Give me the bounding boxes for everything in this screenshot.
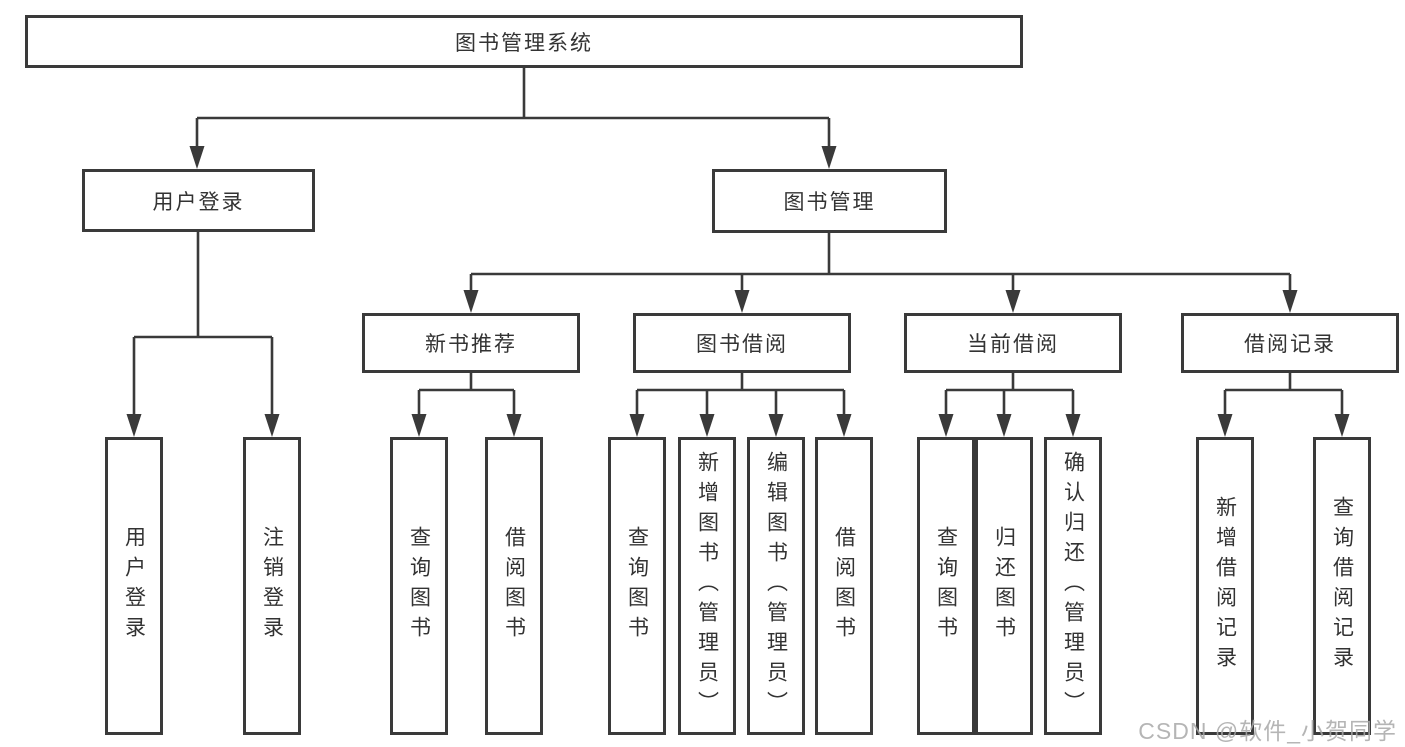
leaf-query-borrow-record-label: 查询借阅记录	[1330, 496, 1354, 676]
leaf-logout: 注销登录	[243, 437, 301, 735]
leaf-query-book-recommend-label: 查询图书	[407, 526, 431, 646]
node-book-management: 图书管理	[712, 169, 947, 233]
leaf-add-book-admin: 新增图书（管理员）	[678, 437, 736, 735]
node-new-book-recommend-label: 新书推荐	[425, 333, 517, 356]
leaf-confirm-return-admin: 确认归还（管理员）	[1044, 437, 1102, 735]
leaf-edit-book-admin: 编辑图书（管理员）	[747, 437, 805, 735]
leaf-query-book-current: 查询图书	[917, 437, 975, 735]
node-current-borrow: 当前借阅	[904, 313, 1122, 373]
node-user-login-module: 用户登录	[82, 169, 315, 232]
leaf-add-book-admin-label: 新增图书（管理员）	[695, 451, 719, 721]
node-book-management-label: 图书管理	[783, 191, 876, 214]
leaf-borrow-book-recommend: 借阅图书	[485, 437, 543, 735]
node-borrow-records: 借阅记录	[1181, 313, 1399, 373]
leaf-add-borrow-record: 新增借阅记录	[1196, 437, 1254, 735]
node-new-book-recommend: 新书推荐	[362, 313, 580, 373]
csdn-watermark: CSDN @软件_小贺同学	[1138, 718, 1397, 744]
node-user-login-module-label: 用户登录	[152, 190, 245, 214]
node-root-label: 图书管理系统	[455, 31, 593, 55]
node-book-borrow-label: 图书借阅	[696, 333, 788, 356]
leaf-confirm-return-admin-label: 确认归还（管理员）	[1061, 451, 1085, 721]
node-root: 图书管理系统	[25, 15, 1023, 68]
leaf-user-login-label: 用户登录	[122, 526, 146, 646]
leaf-add-borrow-record-label: 新增借阅记录	[1213, 496, 1237, 676]
leaf-edit-book-admin-label: 编辑图书（管理员）	[764, 451, 788, 721]
leaf-borrow-book-borrow-label: 借阅图书	[832, 526, 856, 646]
leaf-query-book-recommend: 查询图书	[390, 437, 448, 735]
leaf-borrow-book-borrow: 借阅图书	[815, 437, 873, 735]
leaf-query-book-borrow: 查询图书	[608, 437, 666, 735]
node-book-borrow: 图书借阅	[633, 313, 851, 373]
leaf-user-login: 用户登录	[105, 437, 163, 735]
leaf-query-book-current-label: 查询图书	[934, 526, 958, 646]
leaf-return-book-label: 归还图书	[992, 526, 1016, 646]
leaf-borrow-book-recommend-label: 借阅图书	[502, 526, 526, 646]
leaf-query-book-borrow-label: 查询图书	[625, 526, 649, 646]
leaf-return-book: 归还图书	[975, 437, 1033, 735]
node-current-borrow-label: 当前借阅	[967, 333, 1059, 356]
node-borrow-records-label: 借阅记录	[1244, 333, 1336, 356]
leaf-logout-label: 注销登录	[260, 526, 284, 646]
leaf-query-borrow-record: 查询借阅记录	[1313, 437, 1371, 735]
